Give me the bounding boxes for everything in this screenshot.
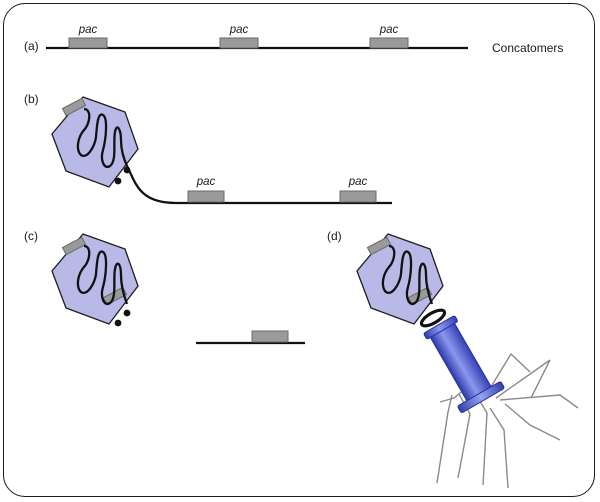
tail [423, 315, 505, 413]
pac-site-in-head [61, 236, 87, 256]
panel-a-label: (a) [24, 39, 39, 53]
panel-b-label: (b) [24, 92, 39, 106]
packaged-dna [76, 244, 129, 306]
pac-label: pac [78, 24, 98, 36]
panel-c: (c) [24, 229, 305, 345]
panel-d: (d) [327, 229, 579, 489]
pac-label: pac [379, 24, 399, 36]
pac-site [369, 37, 409, 49]
pac-site-in-head [61, 97, 87, 117]
pac-label: pac [229, 24, 249, 36]
unpackaged-dna [126, 167, 392, 205]
diagram-frame [3, 3, 595, 497]
neck-ring [419, 308, 447, 328]
capsid-head-filling [51, 96, 392, 205]
portal-dot [123, 166, 131, 174]
pac-site [251, 330, 289, 343]
panel-a: (a) pac pac pac Concatomers [24, 24, 563, 55]
pac-site [339, 190, 377, 203]
pac-site [68, 37, 108, 49]
portal-dot [123, 309, 131, 317]
panel-c-label: (c) [24, 229, 38, 243]
tail-collar [423, 315, 458, 340]
pac-label: pac [348, 176, 368, 188]
portal-dot [114, 319, 122, 327]
concatomers-label: Concatomers [492, 41, 563, 55]
base-plate [457, 381, 505, 413]
complete-phage [356, 233, 579, 489]
packaged-dna [381, 244, 434, 306]
pac-site [187, 190, 225, 203]
pac-site [219, 37, 259, 49]
packaged-dna [76, 107, 130, 169]
tail-fibers [436, 352, 579, 489]
portal-dot [114, 177, 122, 185]
filled-capsid-head [51, 233, 139, 327]
panel-b: (b) pac pac [24, 92, 392, 205]
pac-label: pac [196, 176, 216, 188]
pac-site-in-head [366, 236, 392, 256]
panel-d-label: (d) [327, 229, 342, 243]
